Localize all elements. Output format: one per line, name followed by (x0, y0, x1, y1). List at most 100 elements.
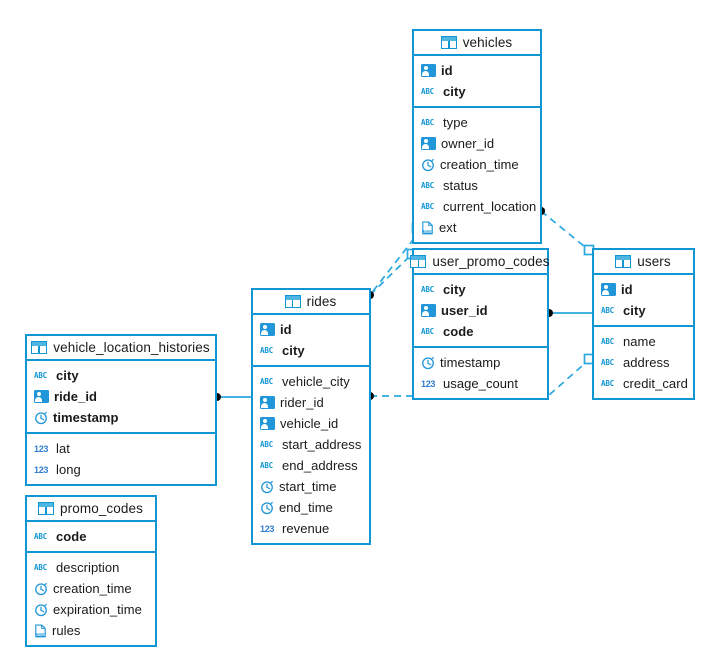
abc-string-icon: ABC (34, 532, 47, 541)
field-row: 123 lat (27, 438, 215, 459)
table-header[interactable]: user_promo_codes (410, 250, 549, 275)
clock-icon (35, 411, 47, 424)
abc-string-icon: ABC (421, 87, 434, 96)
123-number-icon: 123 (34, 465, 49, 475)
field-row: ABC address (594, 352, 693, 373)
abc-string-icon: ABC (601, 379, 614, 388)
clock-icon (261, 501, 273, 514)
columns-section: timestamp 123 usage_count (414, 346, 547, 398)
table-name: promo_codes (60, 501, 143, 516)
field-name: user_id (441, 303, 488, 318)
field-row: id (414, 60, 540, 81)
123-number-icon: 123 (421, 379, 436, 389)
clock-icon (422, 356, 434, 369)
uuid-key-icon (260, 396, 275, 409)
field-name: city (443, 84, 466, 99)
field-row: vehicle_id (253, 413, 369, 434)
relationship-vehicle_location_histories-to-rides (213, 393, 251, 401)
field-name: type (443, 115, 468, 130)
field-name: revenue (282, 521, 330, 536)
field-row: creation_time (27, 578, 155, 599)
abc-string-icon: ABC (421, 285, 434, 294)
field-name: usage_count (443, 376, 519, 391)
field-row: timestamp (414, 352, 547, 373)
field-name: long (56, 462, 81, 477)
field-name: creation_time (440, 157, 519, 172)
field-name: timestamp (440, 355, 501, 370)
123-number-icon: 123 (34, 444, 49, 454)
field-row: id (253, 319, 369, 340)
uuid-key-icon (421, 304, 436, 317)
field-row: rider_id (253, 392, 369, 413)
field-name: owner_id (441, 136, 495, 151)
field-name: city (623, 303, 646, 318)
field-row: owner_id (414, 133, 540, 154)
table-grid-icon (31, 341, 48, 354)
table-header[interactable]: promo_codes (27, 497, 155, 522)
field-row: user_id (414, 300, 547, 321)
clock-icon (35, 603, 47, 616)
field-name: id (441, 63, 453, 78)
table-name: rides (306, 294, 337, 309)
field-name: lat (56, 441, 70, 456)
table-header[interactable]: vehicles (414, 31, 540, 56)
json-document-icon: JSON (422, 220, 433, 234)
table-grid-icon (284, 295, 301, 308)
field-row: ABC city (414, 81, 540, 102)
uuid-key-icon (260, 323, 275, 336)
abc-string-icon: ABC (421, 202, 434, 211)
field-name: city (56, 368, 79, 383)
field-name: timestamp (53, 410, 119, 425)
table-header[interactable]: rides (253, 290, 369, 315)
field-name: start_time (279, 479, 337, 494)
abc-string-icon: ABC (260, 440, 273, 449)
field-name: credit_card (623, 376, 688, 391)
field-name: vehicle_id (280, 416, 339, 431)
field-row: timestamp (27, 407, 215, 428)
field-name: creation_time (53, 581, 132, 596)
field-row: 123 usage_count (414, 373, 547, 394)
field-row: ABC credit_card (594, 373, 693, 394)
field-name: address (623, 355, 670, 370)
uuid-key-icon (421, 64, 436, 77)
table-grid-icon (38, 502, 55, 515)
field-name: expiration_time (53, 602, 142, 617)
field-name: city (282, 343, 305, 358)
clock-icon (422, 158, 434, 171)
table-header[interactable]: vehicle_location_histories (27, 336, 215, 361)
field-row: end_time (253, 497, 369, 518)
field-row: id (594, 279, 693, 300)
columns-section: 123 lat 123 long (27, 432, 215, 484)
table-header[interactable]: users (594, 250, 693, 275)
field-row: ride_id (27, 386, 215, 407)
field-row: creation_time (414, 154, 540, 175)
abc-string-icon: ABC (601, 358, 614, 367)
field-name: ride_id (54, 389, 97, 404)
